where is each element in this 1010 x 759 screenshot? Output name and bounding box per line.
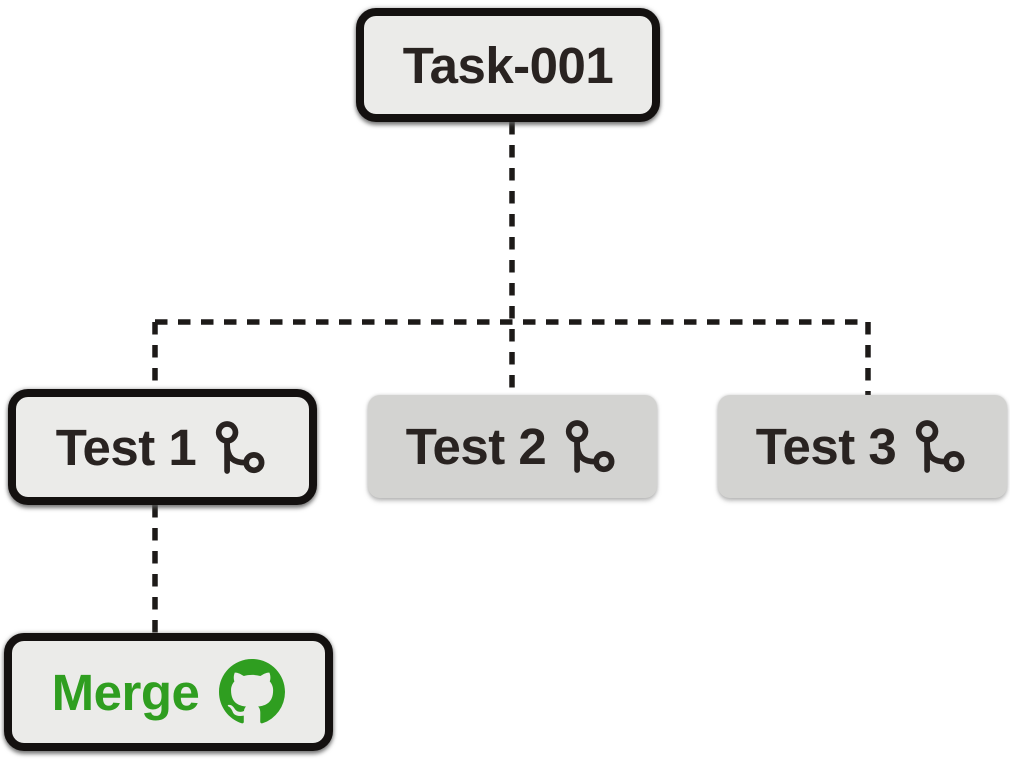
node-test-1: Test 1 [8, 389, 317, 505]
node-test-2: Test 2 [368, 395, 657, 498]
node-task-001: Task-001 [356, 8, 660, 122]
git-branch-icon [216, 420, 265, 474]
git-branch-icon [566, 420, 615, 473]
node-merge: Merge [4, 633, 333, 751]
github-icon [219, 659, 286, 724]
node-test-3: Test 3 [718, 395, 1007, 498]
node-test-3-label: Test 3 [755, 418, 897, 475]
node-test-1-label: Test 1 [55, 418, 197, 476]
git-branch-icon [916, 420, 965, 473]
node-test-2-label: Test 2 [405, 418, 547, 475]
node-merge-label: Merge [51, 663, 200, 721]
node-task-001-label: Task-001 [402, 36, 614, 94]
